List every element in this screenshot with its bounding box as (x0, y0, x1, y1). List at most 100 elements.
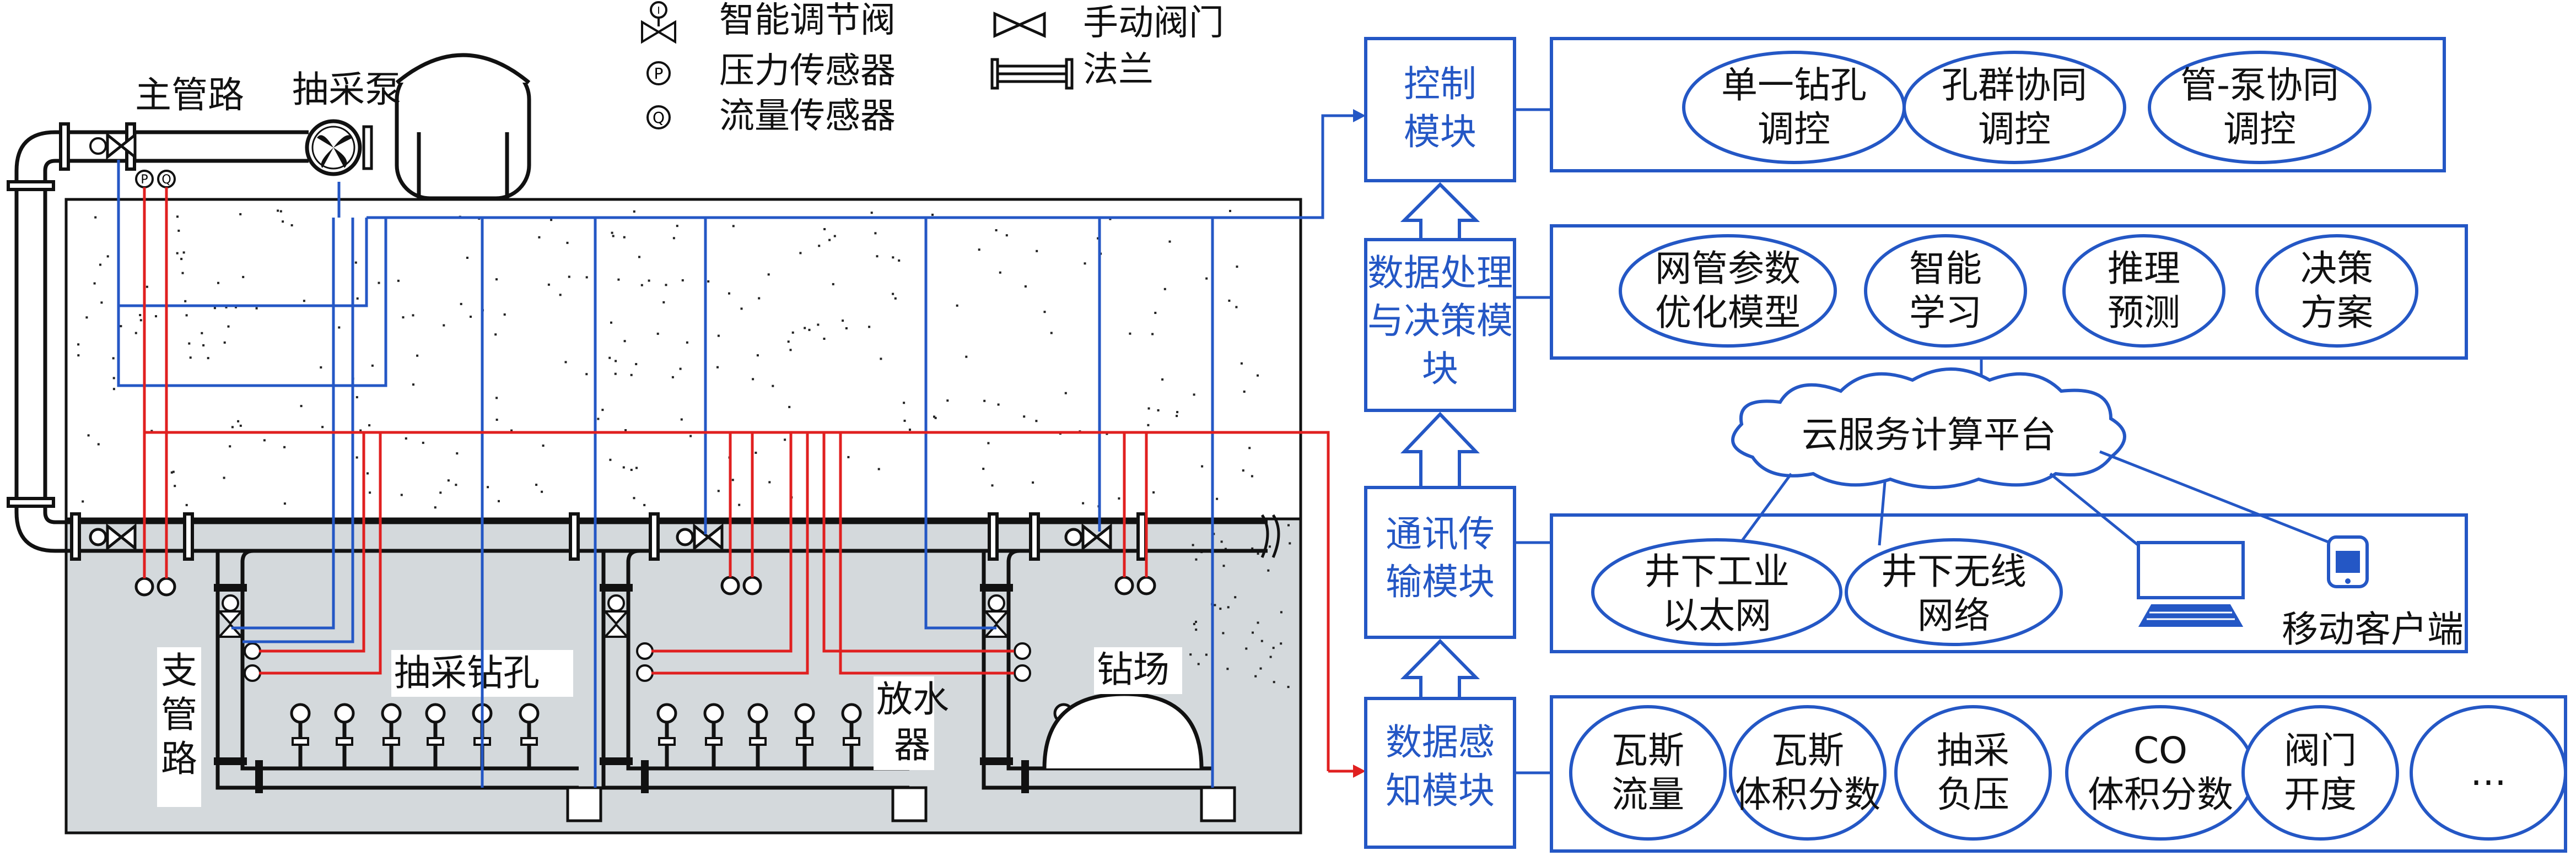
processing-item-2-ellipse (1864, 234, 2027, 348)
sensing-item-5-ellipse (2241, 705, 2399, 841)
control-item-1-label: 单一钻孔调控 (1721, 64, 1867, 150)
flange-legend-icon (990, 58, 1074, 90)
top-valve-group: P Q (89, 132, 176, 188)
sensing-item-1: 瓦斯流量 (1569, 705, 1727, 841)
cloud-label: 云服务计算平台 (1802, 414, 2056, 456)
processing-item-3-ellipse (2062, 234, 2225, 348)
mine-layout: 主管路 抽采泵 P Q (7, 53, 1366, 835)
flow-legend-symbol: Q (653, 109, 665, 127)
sensing-item-1-label: 瓦斯流量 (1612, 729, 1684, 816)
mobile-client-icon (2327, 535, 2369, 588)
sensing-item-2-ellipse (1729, 705, 1887, 841)
sensing-item-2-label: 瓦斯体积分数 (1735, 729, 1880, 816)
communication-module-box (1364, 486, 1516, 639)
wireless-label: 井下无线网络 (1881, 550, 2027, 637)
legend: I 智能调节阀 P 压力传感器 Q 流量传感器 手动阀门 法兰 (641, 0, 1224, 137)
module-panel: 控制模块 数据处理与决策模块 通讯传输模块 数据感知模块 单一钻孔调控孔群协同调… (1364, 37, 2567, 853)
borehole (747, 703, 768, 768)
processing-item-3: 推理预测 (2062, 234, 2225, 348)
main-pipe-label: 主管路 (135, 74, 244, 116)
flow-arrows (1400, 182, 1480, 700)
pipe-joints (214, 584, 1029, 793)
branch-pipe-label: 支 管 路 (161, 649, 209, 780)
sensing-item-3-ellipse (1894, 705, 2052, 841)
red-signal-lines (143, 187, 1330, 771)
rock-stratum-upper (64, 198, 1302, 521)
legend-flow-sensor: 流量传感器 (719, 96, 896, 137)
pump-label: 抽采泵 (292, 68, 401, 111)
sensing-item-6-ellipse (2410, 705, 2567, 841)
legend-smart-valve: 智能调节阀 (719, 0, 896, 41)
borehole (290, 703, 311, 768)
pressure-legend-icon (646, 61, 671, 85)
ethernet-ellipse (1591, 538, 1842, 646)
borehole (381, 703, 402, 768)
borehole (334, 703, 355, 768)
sensing-item-3: 抽采负压 (1894, 705, 2052, 841)
control-item-3-label: 管-泵协同调控 (2180, 64, 2339, 150)
borehole (703, 703, 724, 768)
legend-manual-valve: 手动阀门 (1083, 3, 1224, 44)
computer-icon (2137, 541, 2245, 627)
processing-item-1: 网管参数优化模型 (1619, 234, 1837, 348)
valve-legend-symbol: I (657, 5, 660, 17)
control-item-3: 管-泵协同调控 (2148, 51, 2372, 164)
flanges (7, 122, 1147, 561)
pressure-legend-symbol: P (654, 64, 664, 83)
drainers (566, 786, 1236, 822)
wireless-ellipse (1845, 538, 2063, 646)
communication-module-label: 通讯传输模块 (1386, 513, 1495, 603)
cloud-platform: 云服务计算平台 (1729, 358, 2337, 557)
processing-item-3-label: 推理预测 (2108, 247, 2180, 334)
sensing-item-5: 阀门开度 (2241, 705, 2399, 841)
processing-module-label: 数据处理与决策模块 (1367, 252, 1513, 390)
control-item-2-ellipse (1903, 51, 2126, 164)
processing-item-2: 智能学习 (1864, 234, 2027, 348)
processing-item-1-ellipse (1619, 234, 1837, 348)
pump (305, 119, 373, 176)
sensing-module-label: 数据感知模块 (1386, 721, 1495, 812)
smart-valve-legend-icon (641, 1, 676, 44)
control-item-1: 单一钻孔调控 (1682, 51, 1906, 164)
flow-legend-icon (646, 105, 671, 129)
processing-module-box (1364, 238, 1516, 412)
processing-item-4-ellipse (2255, 234, 2418, 348)
blue-signal-lines (117, 160, 1301, 788)
ethernet-label: 井下工业以太网 (1644, 550, 1790, 637)
storage-tank (395, 53, 531, 201)
branch-instruments (217, 594, 1031, 682)
control-item-2-label: 孔群协同调控 (1942, 64, 2087, 150)
sensing-item-6-label: … (2470, 751, 2507, 794)
sensing-item-5-label: 阀门开度 (2284, 729, 2357, 816)
control-module-label: 控制模块 (1404, 63, 1476, 153)
processing-item-4: 决策方案 (2255, 234, 2418, 348)
borehole (794, 703, 815, 768)
legend-flange: 法兰 (1083, 50, 1154, 90)
mobile-client-label: 移动客户端 (2282, 608, 2464, 651)
borehole (519, 703, 540, 768)
control-item-2: 孔群协同调控 (1903, 51, 2126, 164)
flow-sensor-icon: Q (161, 173, 171, 187)
rock-dots (77, 209, 1291, 689)
borehole (841, 703, 862, 768)
drill-site-label: 钻场 (1097, 648, 1170, 691)
borehole (656, 703, 677, 768)
borehole (425, 703, 446, 768)
smart-valve-icon (106, 132, 137, 160)
sensing-item-4-ellipse (2065, 705, 2256, 841)
sensing-item-3-label: 抽采负压 (1937, 729, 2009, 816)
drainer-label: 放水 器 (876, 678, 961, 766)
processing-item-4-label: 决策方案 (2300, 247, 2373, 334)
borehole-label: 抽采钻孔 (394, 652, 540, 694)
pipe-break-symbol (1260, 514, 1280, 558)
legend-pressure-sensor: 压力传感器 (719, 51, 896, 91)
sensing-item-1-ellipse (1569, 705, 1727, 841)
processing-item-1-label: 网管参数优化模型 (1655, 247, 1801, 334)
control-module-box (1364, 37, 1516, 182)
